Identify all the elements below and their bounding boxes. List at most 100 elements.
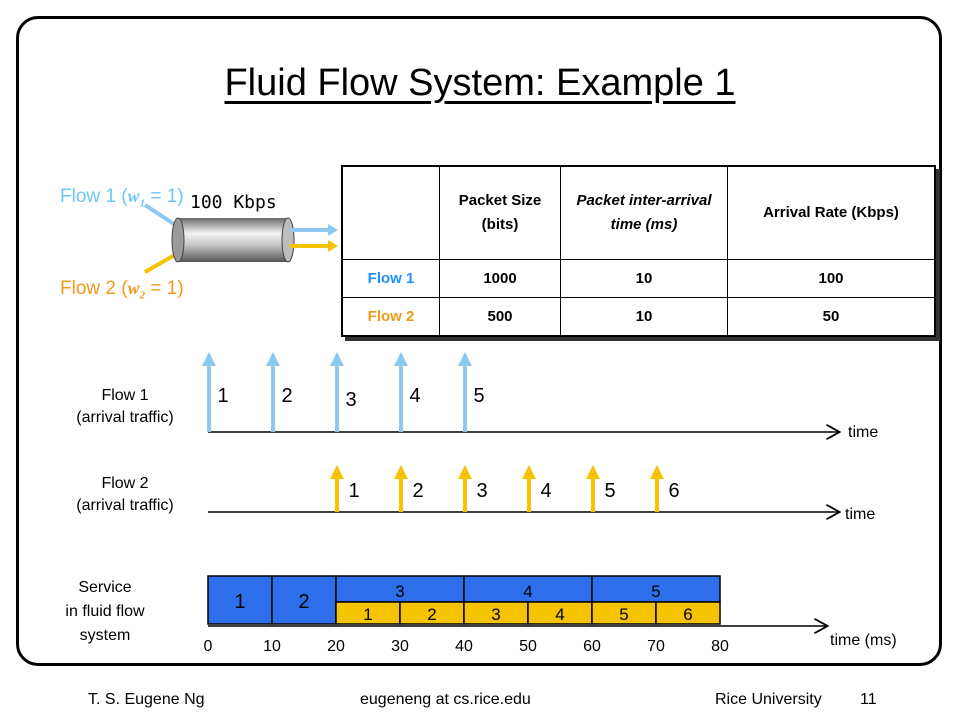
- service-flow1-label: 1: [234, 591, 245, 613]
- time-tick-label: 30: [391, 638, 409, 655]
- flow-parameters-table: Packet Size (bits) Packet inter-arrival …: [341, 165, 936, 337]
- flow1-arrival-label-line2: (arrival traffic): [76, 409, 174, 426]
- time-tick-label: 60: [583, 638, 601, 655]
- flow2-time-label: time: [845, 506, 876, 523]
- service-flow2-box: [655, 601, 721, 625]
- flow1-arrival-arrow: [458, 352, 472, 432]
- table-cell-size: 500: [439, 297, 561, 337]
- flow2-arrival-arrow: [330, 465, 344, 512]
- flow2-arrival-arrow: [522, 465, 536, 512]
- flow2-arrival-arrow-head: [394, 465, 408, 479]
- table-header-arrival-rate: Arrival Rate (Kbps): [727, 165, 936, 260]
- flow1-arrival-arrow: [202, 352, 216, 432]
- flow1-arrival-arrow: [266, 352, 280, 432]
- flow1-arrival-arrow-head: [458, 352, 472, 366]
- slide-frame: [16, 16, 942, 666]
- flow1-arrival-arrow-head: [202, 352, 216, 366]
- service-flow1-shared-label: 5: [651, 582, 660, 601]
- flow1-arrival-timeline: 1 2 3 4 5: [202, 352, 838, 432]
- flow2-arrival-label-line1: Flow 2: [101, 475, 149, 492]
- service-flow2-label: 3: [491, 605, 500, 624]
- flow1-weight-eq: = 1): [145, 186, 184, 207]
- service-label: Service in fluid flow system: [45, 576, 165, 648]
- flow2-packet-label: 2: [412, 480, 423, 502]
- link-rate-label: 100 Kbps: [190, 192, 277, 213]
- footer-org: Rice University: [715, 691, 822, 708]
- flow1-packet-label: 2: [281, 385, 292, 407]
- table-header-interarrival: Packet inter-arrival time (ms): [560, 165, 728, 260]
- flow2-packet-label: 3: [476, 480, 487, 502]
- flow1-output-arrowhead: [328, 224, 338, 236]
- flow2-arrival-arrow-head: [330, 465, 344, 479]
- service-label-line3: system: [79, 627, 131, 644]
- flow1-packet-label: 5: [473, 385, 484, 407]
- flow2-arrival-arrow-head: [522, 465, 536, 479]
- flow2-packet-label: 1: [348, 480, 359, 502]
- footer-author: T. S. Eugene Ng: [88, 691, 205, 708]
- flow2-packet-label: 6: [668, 480, 679, 502]
- table-cell-interarrival: 10: [560, 258, 728, 299]
- flow2-arrival-label-line2: (arrival traffic): [76, 497, 174, 514]
- time-tick-label: 80: [711, 638, 729, 655]
- flow1-prefix: Flow 1 (: [60, 186, 128, 207]
- flow1-arrival-arrow-head: [394, 352, 408, 366]
- flow2-weight-letter: w: [127, 278, 140, 298]
- service-flow1-shared-box: [591, 575, 721, 603]
- flow1-weight-letter: w: [127, 186, 140, 206]
- service-flow2-label: 1: [363, 605, 372, 624]
- service-label-line2: in fluid flow: [65, 603, 145, 620]
- time-tick-label: 50: [519, 638, 537, 655]
- flow2-weight-eq: = 1): [145, 278, 184, 299]
- flow1-packet-label: 1: [217, 385, 228, 407]
- flow2-arrival-arrow-head: [650, 465, 664, 479]
- service-flow1-label: 2: [298, 591, 309, 613]
- pipe-diagram: [143, 203, 338, 274]
- service-flow1-shared-label: 3: [395, 582, 404, 601]
- flow1-arrival-arrow-head: [330, 352, 344, 366]
- time-tick-label: 20: [327, 638, 345, 655]
- flow1-arrival-arrow: [394, 352, 408, 432]
- flow2-arrival-arrow-head: [458, 465, 472, 479]
- flow2-arrival-arrow: [458, 465, 472, 512]
- table-cell-interarrival: 10: [560, 297, 728, 337]
- flow2-arrival-arrow: [650, 465, 664, 512]
- flow2-weight-sub: 2: [139, 289, 146, 302]
- flow2-arrival-timeline: 1 2 3 4 5 6: [208, 465, 838, 512]
- pipe-body: [178, 218, 288, 262]
- service-flow2-label: 2: [427, 605, 436, 624]
- table-cell-rate: 100: [727, 258, 936, 299]
- flow1-arrival-label-line1: Flow 1: [101, 387, 149, 404]
- flow1-packet-label: 3: [345, 389, 356, 411]
- table-cell-flow: Flow 2: [341, 297, 440, 337]
- flow1-time-label: time: [848, 424, 879, 441]
- footer-email: eugeneng at cs.rice.edu: [360, 691, 531, 708]
- flow2-prefix: Flow 2 (: [60, 278, 128, 299]
- pipe-left-end: [171, 217, 185, 263]
- flow1-arrival-arrow: [330, 352, 344, 432]
- flow2-arrival-label: Flow 2 (arrival traffic): [45, 473, 205, 517]
- time-tick-label: 0: [204, 638, 213, 655]
- service-flow2-label: 4: [555, 605, 564, 624]
- flow1-packet-label: 4: [409, 385, 420, 407]
- flow2-packet-label: 5: [604, 480, 615, 502]
- footer-page-number: 11: [860, 691, 877, 708]
- flow2-weight-label: Flow 2 (w2 = 1): [60, 278, 184, 302]
- flow2-packet-label: 4: [540, 480, 551, 502]
- service-label-line1: Service: [78, 579, 132, 596]
- service-flow1-shared-label: 4: [523, 582, 532, 601]
- table-row: Flow 2 500 10 50: [341, 297, 936, 337]
- flow1-arrival-label: Flow 1 (arrival traffic): [45, 385, 205, 429]
- slide-title: Fluid Flow System: Example 1: [224, 62, 736, 104]
- flow2-arrival-arrow: [394, 465, 408, 512]
- flow2-output-arrowhead: [328, 240, 338, 252]
- time-tick-label: 10: [263, 638, 281, 655]
- flow1-weight-var: w1: [127, 186, 146, 210]
- flow2-weight-var: w2: [127, 278, 146, 302]
- flow1-weight-label: Flow 1 (w1 = 1): [60, 186, 184, 210]
- service-time-label: time (ms): [830, 632, 897, 649]
- service-flow1-box: [271, 575, 337, 625]
- service-flow2-label: 6: [683, 605, 692, 624]
- flow1-arrival-arrow-head: [266, 352, 280, 366]
